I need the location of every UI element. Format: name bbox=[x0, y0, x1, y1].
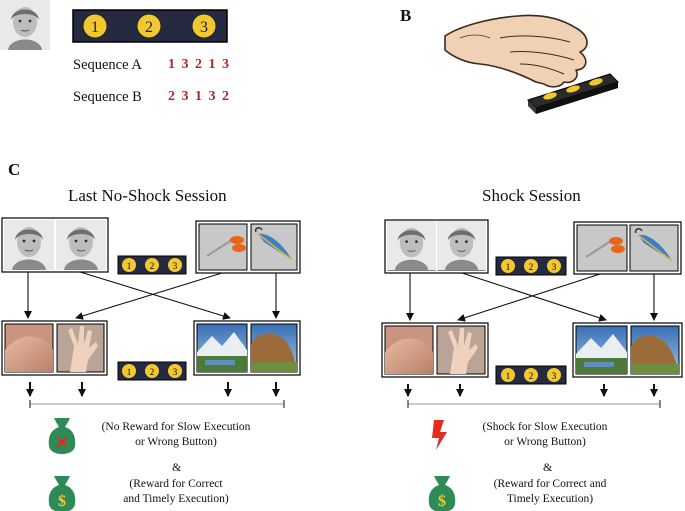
no-shock-reward-note: (Reward for Correct and Timely Execution… bbox=[96, 477, 256, 507]
shock-reward-line2: Timely Execution) bbox=[506, 493, 594, 505]
no-shock-ampersand: & bbox=[172, 460, 182, 474]
hand-illustration bbox=[444, 14, 588, 88]
reward-money-bag-icon-right: $ bbox=[428, 476, 456, 511]
shock-timeline bbox=[404, 384, 661, 408]
shock-keypad-top: 1 2 3 bbox=[495, 256, 567, 276]
svg-text:3: 3 bbox=[552, 262, 557, 272]
shock-session-title: Shock Session bbox=[482, 186, 581, 205]
svg-text:2: 2 bbox=[150, 367, 155, 377]
svg-text:1: 1 bbox=[506, 262, 511, 272]
keypad-large: 1 2 3 bbox=[72, 9, 228, 43]
no-shock-arrows bbox=[24, 271, 280, 320]
keypad-button-3 bbox=[191, 13, 217, 39]
sequence-a-label: Sequence A bbox=[73, 57, 142, 73]
small-keypad-device bbox=[527, 73, 619, 114]
no-shock-penalty-line2: or Wrong Button) bbox=[135, 436, 217, 448]
no-shock-faces-box bbox=[1, 217, 109, 273]
face-image-2 bbox=[55, 219, 107, 271]
no-shock-landscapes-box bbox=[193, 320, 301, 376]
keypad-button-2 bbox=[136, 13, 162, 39]
svg-text:2: 2 bbox=[529, 262, 534, 272]
no-shock-timeline bbox=[26, 382, 285, 408]
shock-reward-note: (Reward for Correct and Timely Execution… bbox=[470, 477, 630, 507]
shock-objects-box bbox=[573, 221, 682, 275]
sequence-a-numbers: 1 3 2 1 3 bbox=[168, 57, 231, 72]
svg-text:1: 1 bbox=[127, 367, 132, 377]
no-shock-objects-box bbox=[195, 220, 301, 274]
svg-text:1: 1 bbox=[506, 371, 511, 381]
shock-penalty-line2: or Wrong Button) bbox=[504, 436, 586, 448]
keypad-button-1 bbox=[82, 13, 108, 39]
no-shock-penalty-line1: (No Reward for Slow Execution bbox=[101, 421, 251, 433]
no-shock-reward-line2: and Timely Execution) bbox=[123, 493, 229, 505]
svg-text:2: 2 bbox=[529, 371, 534, 381]
shock-arrows bbox=[406, 272, 658, 322]
svg-text:3: 3 bbox=[552, 371, 557, 381]
svg-text:3: 3 bbox=[173, 261, 178, 271]
no-shock-keypad-bottom: 1 2 3 bbox=[117, 361, 187, 381]
shock-faces-box bbox=[384, 219, 489, 274]
shock-lightning-icon bbox=[432, 420, 447, 450]
reward-money-bag-icon-left: $ bbox=[48, 476, 76, 511]
no-reward-money-bag-icon: ✕ bbox=[48, 418, 76, 454]
panel-b-letter: B bbox=[400, 6, 412, 25]
sequence-b-label: Sequence B bbox=[73, 89, 142, 105]
svg-text:✕: ✕ bbox=[55, 433, 69, 452]
no-shock-penalty-note: (No Reward for Slow Execution or Wrong B… bbox=[86, 420, 266, 450]
face-image-4 bbox=[436, 220, 487, 271]
svg-text:1: 1 bbox=[127, 261, 132, 271]
svg-text:2: 2 bbox=[150, 261, 155, 271]
shock-ampersand: & bbox=[543, 460, 553, 474]
face-image-1 bbox=[3, 219, 55, 271]
shock-penalty-line1: (Shock for Slow Execution bbox=[482, 421, 608, 433]
shock-penalty-note: (Shock for Slow Execution or Wrong Butto… bbox=[460, 420, 630, 450]
shock-keypad-bottom: 1 2 3 bbox=[495, 365, 567, 385]
svg-text:3: 3 bbox=[173, 367, 178, 377]
shock-reward-line1: (Reward for Correct and bbox=[493, 478, 607, 490]
mountain-lake-image bbox=[196, 323, 248, 373]
sequence-b-numbers: 2 3 1 3 2 bbox=[168, 89, 231, 104]
keypad-label-1: 1 bbox=[91, 19, 99, 36]
svg-text:$: $ bbox=[58, 493, 66, 510]
shock-bodyparts-box bbox=[381, 322, 489, 378]
keypad-label-3: 3 bbox=[200, 19, 208, 36]
no-shock-bodyparts-box bbox=[1, 320, 108, 376]
rock-desert-image-2 bbox=[630, 325, 680, 375]
shock-landscapes-box bbox=[572, 322, 683, 378]
rock-desert-image bbox=[250, 323, 298, 373]
hand-pressing-keypad-illustration bbox=[444, 14, 619, 114]
panel-c-letter: C bbox=[8, 160, 21, 179]
no-shock-keypad-top: 1 2 3 bbox=[117, 255, 187, 275]
face-image-3 bbox=[386, 220, 437, 271]
mountain-lake-image-2 bbox=[575, 325, 628, 375]
svg-text:$: $ bbox=[438, 493, 446, 510]
no-shock-session-title: Last No-Shock Session bbox=[68, 186, 227, 205]
no-shock-reward-line1: (Reward for Correct bbox=[129, 478, 223, 490]
keypad-label-2: 2 bbox=[145, 19, 153, 36]
